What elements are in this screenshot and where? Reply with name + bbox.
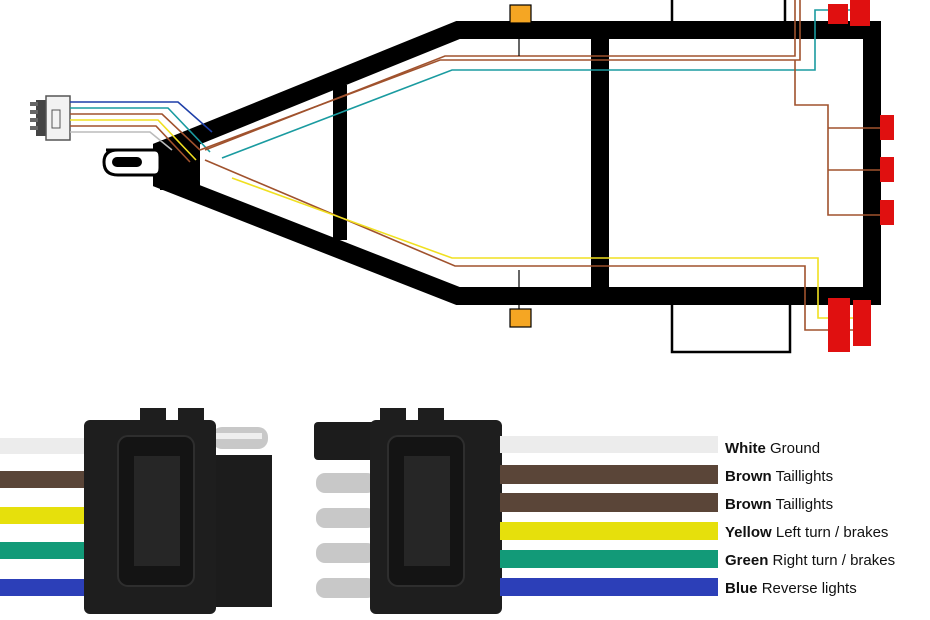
marker-light-icon-bottom	[509, 308, 532, 328]
five-pin-connector-male	[84, 408, 272, 614]
rear-light-icon-2	[880, 157, 894, 182]
rear-light-icon-1	[880, 115, 894, 140]
legend-item: Yellow Left turn / brakes	[725, 524, 888, 541]
legend-item: Blue Reverse lights	[725, 580, 857, 597]
frame-wires	[199, 0, 885, 331]
tongue-tip	[160, 140, 200, 190]
legend-item: White Ground	[725, 440, 820, 457]
right-wires	[500, 436, 718, 596]
tail-light-icon-bottom	[828, 298, 871, 352]
legend-item: Brown Taillights	[725, 496, 833, 513]
five-pin-connector-female	[314, 408, 502, 614]
left-wires	[0, 438, 90, 596]
four-pin-plug	[30, 95, 71, 141]
rear-light-icon-3	[880, 200, 894, 225]
plug-wires	[70, 101, 213, 163]
trailer-frame	[153, 0, 881, 354]
legend: White Ground Brown Taillights Brown Tail…	[725, 440, 895, 597]
fender-bottom	[670, 296, 792, 354]
marker-light-icon-top	[509, 4, 532, 24]
legend-item: Brown Taillights	[725, 468, 833, 485]
hitch-coupler	[102, 148, 162, 177]
legend-item: Green Right turn / brakes	[725, 552, 895, 569]
tail-light-icon-top	[828, 0, 870, 26]
